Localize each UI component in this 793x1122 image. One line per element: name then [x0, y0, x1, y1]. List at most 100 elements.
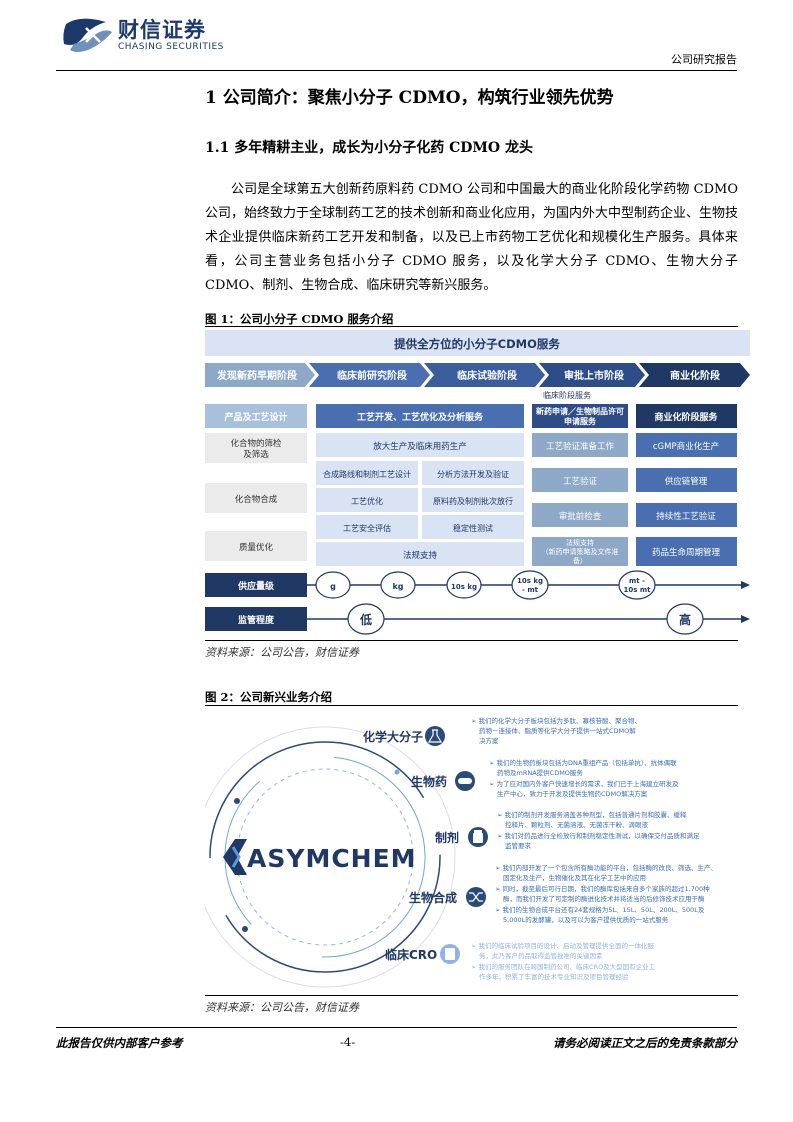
regulation-low: 低: [359, 612, 372, 627]
col4-item-box-1: [636, 433, 737, 457]
stage-arrow-4: [539, 363, 645, 387]
business-1-chemical-macromolecule: 化学大分子 ➢ 我们的化学大分子板块包括为多肽、寡核苷酸、聚合物、 药物－连接体…: [363, 716, 641, 746]
col2-pair2b: 原料药及制剂批次放行: [433, 496, 513, 506]
col1-item-1-line1: 化合物的筛检: [230, 438, 282, 449]
business-4-biosynthesis: 生物合成 ➢ 我们内部开发了一个包含所有酶功能的平台，包括酶的改良、筛选、生产、…: [409, 863, 717, 924]
figure2-top-rule: [205, 705, 738, 706]
col3-item-2: 工艺验证: [563, 476, 598, 487]
regulation-axis-arrowhead: [741, 615, 750, 623]
supply-axis-arrowhead: [741, 581, 750, 589]
asymchem-text: ASYMCHEM: [247, 844, 417, 873]
col4-item-box-3: [636, 503, 737, 527]
asymchem-c-mark: [223, 839, 247, 875]
col4-item-box-4: [636, 537, 737, 566]
supply-level-5-line1: mt -: [629, 577, 645, 585]
business-1-line-3: 决方案: [479, 736, 499, 745]
regulation-label: 监管程度: [238, 614, 275, 626]
regulation-high-node: [666, 603, 704, 635]
stage-arrow-3: [424, 363, 545, 387]
asymchem-logo: ASYMCHEM: [223, 839, 417, 875]
business-4-line-6: 5,000L的发酵罐，以及可以为客户提供优质的一站式服务: [503, 915, 669, 924]
supply-level-1: g: [330, 582, 336, 591]
col2-pair2a-box: [316, 488, 418, 512]
stage-label-2: 临床前研究阶段: [337, 369, 407, 382]
col3-item-box-4: [532, 537, 628, 566]
col4-item-4: 药品生命周期管理: [652, 547, 721, 558]
arc-mid: [209, 741, 441, 973]
col4-item-2: 供应链管理: [665, 476, 708, 487]
col1-item-1-line2: 及筛选: [243, 449, 269, 460]
business-3-line-1: ➢ 我们的制剂开发服务涵盖各种剂型，包括普通片剂和胶囊、缓释: [497, 810, 687, 819]
banner-text: 提供全方位的小分子CDMO服务: [394, 337, 560, 351]
business-1-line-2: 药物－连接体、脂质等化学大分子提供一站式CDMO解: [479, 726, 636, 735]
col2-wide1-box: [316, 433, 524, 457]
business-5-line-2: 务，此乃客户药品取得监管批准的关键因素: [479, 951, 603, 960]
supply-label: 供应量级: [237, 580, 275, 592]
company-logo-mark: [63, 18, 112, 52]
col3-header-line1: 新药申请／生物制品许可: [536, 406, 624, 416]
figure1-top-rule: [205, 326, 738, 327]
supply-level-4-line2: - mt: [522, 586, 539, 594]
col2-pair1a-box: [316, 461, 418, 485]
col2-pair2a: 工艺优化: [351, 496, 383, 506]
col4-item-1: cGMP商业化生产: [653, 441, 719, 452]
paragraph-text: 公司是全球第五大创新药原料药 CDMO 公司和中国最大的商业化阶段化学药物 CD…: [205, 182, 739, 293]
col2-pair3b: 稳定性测试: [453, 523, 493, 533]
regulation-high: 高: [679, 612, 691, 627]
col1-header-box: [205, 404, 307, 428]
business-4-line-5: ➢ 我们的生物合成平台还有24套规格为5L、15L、50L、200L、500L及: [495, 905, 705, 914]
arc-dot-1: [234, 798, 240, 804]
business-3-line-4: 监管要求: [505, 841, 532, 850]
clinical-services-label: 临床阶段服务: [543, 390, 591, 400]
col3-item-3: 审批前检查: [559, 511, 602, 522]
col2-pair3a-box: [316, 515, 418, 539]
supply-node-1: [315, 571, 351, 599]
logo-english-text: CHASING SECURITIES: [118, 42, 224, 52]
stage-label-5: 商业化阶段: [670, 369, 720, 382]
col4-header: 商业化阶段服务: [654, 411, 718, 423]
business-4-line-1: ➢ 我们内部开发了一个包含所有酶功能的平台，包括酶的改良、筛选、生产、: [495, 863, 717, 872]
supply-node-4: [511, 570, 549, 600]
col2-pair2b-box: [422, 488, 524, 512]
business-3-formulation: 制剂 ➢ 我们的制剂开发服务涵盖各种剂型，包括普通片剂和胶囊、缓释 控释片、颗粒…: [435, 810, 700, 850]
arc-dot-2: [242, 926, 248, 932]
business-4-line-4: 酶，而我们开发了可定制的酶进化技术并将适当的后修饰技术应用于酶: [503, 894, 705, 903]
stage-label-1: 发现新药早期阶段: [216, 369, 297, 382]
col1-item-box-2: [205, 483, 307, 513]
header-divider: [56, 70, 737, 71]
col1-item-2: 化合物合成: [235, 494, 278, 505]
supply-level-2: kg: [392, 582, 403, 591]
supply-level-3: 10s kg: [451, 583, 477, 591]
stage-arrows: 发现新药早期阶段 临床前研究阶段 临床试验阶段 审批上市阶段 商业化阶段: [205, 363, 750, 387]
banner-box: [205, 330, 750, 356]
body-paragraph: 公司是全球第五大创新药原料药 CDMO 公司和中国最大的商业化阶段化学药物 CD…: [205, 178, 738, 298]
col2-wide2: 法规支持: [403, 550, 438, 561]
business-5-line-1: ➢ 我们的临床试验项目的设计、启动及管理提供全面的一体化服: [471, 941, 655, 950]
col1-item-3: 质量优化: [239, 542, 274, 553]
business-3-name: 制剂: [435, 830, 459, 845]
figure2-emerging-business-diagram: ASYMCHEM 化学大分子 ➢ 我们的化学大分子板块包括为多肽、寡核苷酸、聚合…: [205, 716, 717, 988]
footer-divider: [56, 1027, 737, 1028]
business-2-line-1: ➢ 我们的生物药板块包括为DNA重组产品（包括单抗）、抗体偶联: [489, 758, 677, 767]
business-1-name: 化学大分子: [363, 729, 423, 744]
stage-label-3: 临床试验阶段: [457, 369, 517, 382]
col1-item-box-3: [205, 531, 307, 561]
business-1-line-1: ➢ 我们的化学大分子板块包括为多肽、寡核苷酸、聚合物、: [471, 716, 641, 725]
page-number: -4-: [340, 1035, 356, 1049]
footer-disclaimer-left: 此报告仅供内部客户参考: [56, 1036, 183, 1050]
col3-item-4-line3: 备）: [573, 556, 587, 565]
business-3-line-2: 控释片、颗粒剂、无菌溶液、无菌冻干粉、滴眼液: [505, 820, 649, 829]
supply-label-box: [205, 573, 307, 597]
col2-pair3b-box: [422, 515, 524, 539]
supply-node-2: [380, 571, 416, 599]
figure2-source: 资料来源：公司公告，财信证券: [205, 1001, 359, 1014]
col4-header-box: [636, 404, 737, 428]
business-4-name: 生物合成: [409, 890, 457, 905]
business-2-biologics: 生物药 ➢ 我们的生物药板块包括为DNA重组产品（包括单抗）、抗体偶联 药物及m…: [411, 758, 679, 798]
col4-item-box-2: [636, 468, 737, 492]
stage-arrow-1: [205, 363, 315, 387]
col4-item-3: 持续性工艺验证: [656, 511, 716, 522]
business-2-line-4: 生产中心，致力于开发及提供生物药CDMO解决方案: [497, 789, 648, 798]
arc-inner-2: [236, 768, 414, 946]
section-heading: 1 公司简介：聚焦小分子 CDMO，构筑行业领先优势: [205, 88, 614, 108]
